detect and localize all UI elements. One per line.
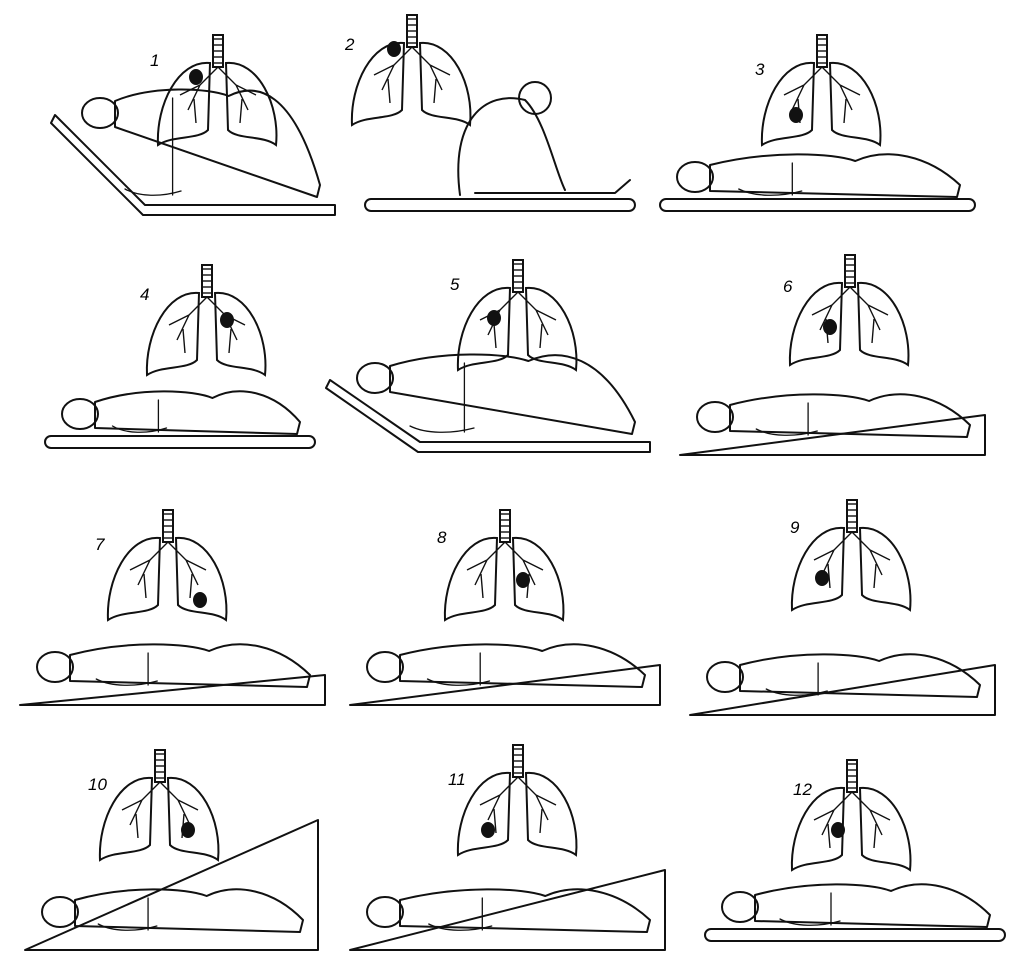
inclined-backrest (326, 380, 650, 452)
patient-body (740, 654, 980, 697)
left-lung (458, 773, 510, 855)
left-lung (445, 538, 497, 620)
flat-table (705, 929, 1005, 941)
right-lung (420, 43, 470, 125)
patient-head (37, 652, 73, 682)
panel-1: 1 (51, 35, 335, 215)
left-lung (458, 288, 510, 370)
panel-6: 6 (680, 255, 985, 455)
flat-table (660, 199, 975, 211)
panel-number: 4 (140, 285, 149, 304)
left-lung (100, 778, 152, 860)
patient-head (367, 897, 403, 927)
drainage-segment-marker (193, 592, 207, 608)
panel-number: 3 (755, 60, 765, 79)
panel-9: 9 (690, 500, 995, 715)
patient-head (42, 897, 78, 927)
patient-head (707, 662, 743, 692)
patient-head (357, 363, 393, 393)
panel-number: 10 (88, 775, 107, 794)
drainage-segment-marker (189, 69, 203, 85)
patient-head (697, 402, 733, 432)
panel-4: 4 (45, 265, 315, 448)
patient-figure (458, 98, 630, 195)
patient-body (710, 154, 960, 197)
patient-head (677, 162, 713, 192)
patient-head (367, 652, 403, 682)
left-lung (108, 538, 160, 620)
tilt-wedge (350, 870, 665, 950)
flat-table (45, 436, 315, 448)
panel-number: 6 (783, 277, 793, 296)
right-lung (860, 528, 910, 610)
panel-12: 12 (705, 760, 1005, 941)
panel-number: 8 (437, 528, 447, 547)
panel-number: 2 (344, 35, 355, 54)
patient-body (95, 391, 300, 434)
patient-head (722, 892, 758, 922)
drainage-segment-marker (220, 312, 234, 328)
panel-11: 11 (350, 745, 665, 950)
panel-number: 1 (150, 51, 159, 70)
right-lung (226, 63, 276, 145)
panel-number: 12 (793, 780, 812, 799)
right-lung (168, 778, 218, 860)
right-lung (858, 283, 908, 365)
patient-head (519, 82, 551, 114)
patient-body (390, 354, 635, 434)
drainage-segment-marker (181, 822, 195, 838)
panel-10: 10 (25, 750, 318, 950)
patient-body (755, 884, 990, 927)
panel-number: 9 (790, 518, 800, 537)
drainage-segment-marker (487, 310, 501, 326)
panel-5: 5 (326, 260, 650, 452)
panel-8: 8 (350, 510, 660, 705)
panel-number: 7 (95, 535, 105, 554)
drainage-segment-marker (789, 107, 803, 123)
panel-2: 2 (344, 15, 635, 211)
tilt-wedge (680, 415, 985, 455)
drainage-segment-marker (481, 822, 495, 838)
patient-body (730, 394, 970, 437)
panel-3: 3 (660, 35, 975, 211)
drainage-segment-marker (815, 570, 829, 586)
left-lung (147, 293, 199, 375)
right-lung (526, 773, 576, 855)
right-lung (830, 63, 880, 145)
flat-table (365, 199, 635, 211)
drainage-segment-marker (823, 319, 837, 335)
panel-number: 5 (450, 275, 460, 294)
drainage-segment-marker (516, 572, 530, 588)
panel-number: 11 (448, 770, 466, 789)
tilt-wedge (350, 665, 660, 705)
right-lung (860, 788, 910, 870)
patient-head (62, 399, 98, 429)
drainage-segment-marker (831, 822, 845, 838)
patient-body (115, 89, 320, 197)
left-lung (762, 63, 814, 145)
patient-head (82, 98, 118, 128)
patient-body (75, 889, 303, 932)
right-lung (215, 293, 265, 375)
patient-body (400, 889, 650, 932)
drainage-segment-marker (387, 41, 401, 57)
left-lung (792, 528, 844, 610)
patient-body (400, 644, 645, 687)
panel-7: 7 (20, 510, 325, 705)
